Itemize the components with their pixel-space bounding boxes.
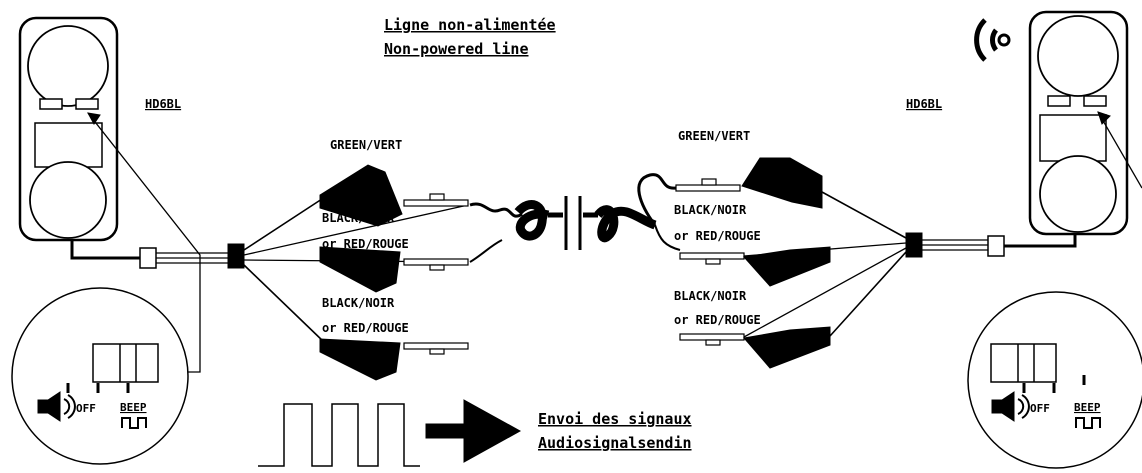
title-line-fr: Ligne non-alimentée: [384, 16, 556, 34]
right-fanout-wires: [743, 191, 907, 338]
right-hd6bl-unit: [1028, 10, 1129, 236]
right-pointer-arrowhead: [1097, 111, 1111, 125]
right-red-label-1: or RED/ROUGE: [674, 229, 761, 243]
title-block: Ligne non-alimentée Non-powered line: [384, 16, 556, 58]
left-green-label: GREEN/VERT: [330, 138, 402, 152]
left-switch-body: [92, 343, 159, 383]
left-pointer-arrowhead: [87, 112, 101, 125]
right-connector-box: [987, 235, 1005, 257]
right-beep-label: BEEP: [1074, 401, 1101, 414]
left-black-label-1: BLACK/NOIR: [322, 211, 395, 225]
right-unit-cable: [1004, 232, 1077, 248]
speaker-icon: [991, 391, 1030, 422]
speaker-icon: [37, 391, 76, 422]
twisted-cable-left: [469, 200, 563, 263]
twisted-cable-right: [583, 173, 681, 251]
right-unit-panel: [1039, 114, 1107, 162]
right-black-label-1: BLACK/NOIR: [674, 203, 747, 217]
right-unit-window-b: [1083, 95, 1107, 107]
left-red-label-2: or RED/ROUGE: [322, 321, 409, 335]
left-beep-label: BEEP: [120, 401, 147, 414]
left-off-label: OFF: [76, 402, 96, 415]
right-mid-clip: [679, 246, 831, 287]
right-pointer-line: [1097, 111, 1142, 189]
left-black-label-2: BLACK/NOIR: [322, 296, 395, 310]
left-speaker-top-circle: [27, 25, 109, 107]
left-switch-magnifier: OFF BEEP: [11, 287, 189, 465]
sound-waves-icon: [974, 18, 1011, 62]
arrow-right-icon: [425, 399, 522, 463]
left-unit-panel: [34, 122, 103, 168]
signal-line-fr: Envoi des signaux: [538, 410, 692, 428]
right-unit-window-a: [1047, 95, 1071, 107]
left-red-label-1: or RED/ROUGE: [322, 237, 409, 251]
right-lower-clip: [679, 326, 831, 369]
right-black-label-2: BLACK/NOIR: [674, 289, 747, 303]
signal-line-en: Audiosignalsendin: [538, 434, 692, 452]
capacitor-icon: [564, 196, 582, 250]
right-green-label: GREEN/VERT: [678, 129, 750, 143]
left-unit-cable: [70, 240, 140, 260]
left-unit-window-a: [39, 98, 63, 110]
right-speaker-top-circle: [1037, 15, 1119, 97]
left-splice-block: [227, 243, 245, 269]
right-off-label: OFF: [1030, 402, 1050, 415]
right-splice-block: [905, 232, 923, 258]
right-upper-clip: [675, 157, 823, 209]
left-square-wave-icon: [121, 417, 147, 429]
left-pointer-line: [87, 112, 201, 373]
right-red-label-2: or RED/ROUGE: [674, 313, 761, 327]
left-unit-window-b: [75, 98, 99, 110]
right-model-label: HD6BL: [906, 97, 942, 111]
left-model-label: HD6BL: [145, 97, 181, 111]
right-switch-body: [990, 343, 1057, 383]
left-upper-clip: [319, 164, 469, 227]
left-lower-clip: [319, 338, 469, 381]
left-speaker-bottom-circle: [29, 161, 107, 239]
title-line-en: Non-powered line: [384, 40, 529, 58]
left-connector-box: [139, 247, 157, 269]
right-square-wave-icon: [1075, 417, 1101, 429]
square-wave-icon: [258, 403, 420, 467]
right-speaker-bottom-circle: [1039, 155, 1117, 233]
left-mid-clip: [319, 246, 469, 293]
right-switch-magnifier: OFF BEEP: [967, 291, 1142, 469]
left-hd6bl-unit: [18, 16, 119, 242]
